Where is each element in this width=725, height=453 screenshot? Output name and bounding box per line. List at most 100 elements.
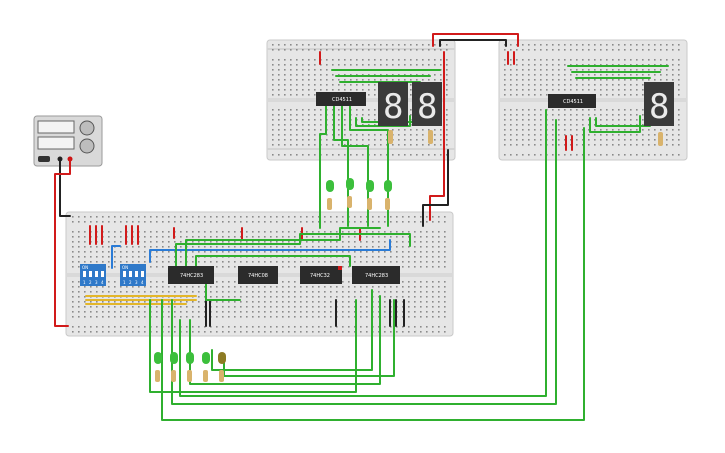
breadboard-hole (540, 89, 542, 91)
breadboard-hole (240, 306, 242, 308)
chip-74hc283-a[interactable]: 74HC283 (168, 266, 214, 284)
seven-segment-display-3[interactable]: 8 (644, 82, 674, 127)
breadboard-hole (428, 44, 430, 46)
breadboard-hole (642, 154, 644, 156)
resistor[interactable] (203, 370, 208, 382)
breadboard-hole (366, 331, 368, 333)
resistor[interactable] (385, 198, 390, 210)
chip-cd4511-b[interactable]: CD4511 (548, 94, 596, 108)
led[interactable] (384, 180, 392, 210)
breadboard-hole (624, 154, 626, 156)
breadboard-hole (552, 114, 554, 116)
power-switch[interactable] (38, 156, 50, 162)
chip-cd4511-a[interactable]: CD4511 (316, 92, 366, 106)
breadboard-hole (360, 316, 362, 318)
resistor[interactable] (155, 370, 160, 382)
seven-segment-display-2[interactable]: 8 (412, 82, 442, 127)
breadboard-hole (612, 114, 614, 116)
breadboard-hole (102, 251, 104, 253)
breadboard-hole (630, 94, 632, 96)
breadboard-hole (366, 216, 368, 218)
breadboard-hole (552, 64, 554, 66)
breadboard-hole (192, 306, 194, 308)
breadboard-hole (302, 109, 304, 111)
led[interactable] (218, 352, 226, 382)
breadboard-hole (588, 144, 590, 146)
resistor[interactable] (171, 370, 176, 382)
breadboard-hole (422, 44, 424, 46)
breadboard-hole (522, 44, 524, 46)
breadboard-hole (270, 301, 272, 303)
resistor[interactable] (219, 370, 224, 382)
breadboard-hole (552, 129, 554, 131)
voltage-knob-icon[interactable] (79, 120, 95, 136)
breadboard-hole (252, 296, 254, 298)
breadboard-hole (414, 236, 416, 238)
breadboard-hole (432, 216, 434, 218)
breadboard-hole (156, 261, 158, 263)
led[interactable] (346, 178, 354, 208)
resistor-display-3[interactable] (658, 132, 663, 146)
breadboard-hole (342, 301, 344, 303)
breadboard-hole (84, 306, 86, 308)
breadboard-hole (522, 144, 524, 146)
breadboard-hole (284, 154, 286, 156)
resistor[interactable] (187, 370, 192, 382)
breadboard-hole (428, 49, 430, 51)
power-supply[interactable] (33, 115, 103, 167)
breadboard-hole (546, 74, 548, 76)
breadboard-hole (552, 59, 554, 61)
breadboard-hole (414, 296, 416, 298)
breadboard-hole (320, 114, 322, 116)
breadboard-hole (588, 44, 590, 46)
breadboard-hole (338, 154, 340, 156)
breadboard-hole (678, 139, 680, 141)
resistor[interactable] (327, 198, 332, 210)
breadboard-hole (332, 109, 334, 111)
seven-segment-display-1[interactable]: 8 (378, 82, 408, 127)
breadboard-hole (360, 216, 362, 218)
breadboard-hole (552, 134, 554, 136)
led[interactable] (170, 352, 178, 382)
resistor-display-1[interactable] (388, 130, 393, 144)
breadboard-hole (396, 241, 398, 243)
chip-74hc283-b[interactable]: 74HC283 (352, 266, 400, 284)
breadboard-hole (356, 154, 358, 156)
chip-74hc32[interactable]: 74HC32 (300, 266, 342, 284)
breadboard-hole (276, 216, 278, 218)
resistor[interactable] (367, 198, 372, 210)
breadboard-hole (78, 221, 80, 223)
breadboard-hole (678, 134, 680, 136)
breadboard-hole (390, 291, 392, 293)
breadboard-hole (504, 119, 506, 121)
breadboard-hole (528, 109, 530, 111)
dip-switch-1[interactable]: ON 1 2 3 4 (80, 264, 106, 286)
led[interactable] (154, 352, 162, 382)
led[interactable] (186, 352, 194, 382)
breadboard-hole (606, 84, 608, 86)
breadboard-hole (204, 316, 206, 318)
breadboard-hole (222, 286, 224, 288)
breadboard-hole (386, 74, 388, 76)
breadboard-hole (660, 69, 662, 71)
breadboard-hole (222, 246, 224, 248)
breadboard-hole (168, 306, 170, 308)
breadboard-hole (552, 44, 554, 46)
led[interactable] (202, 352, 210, 382)
resistor-display-2[interactable] (428, 130, 433, 144)
breadboard-hole (372, 221, 374, 223)
resistor[interactable] (347, 196, 352, 208)
breadboard-hole (306, 221, 308, 223)
led[interactable] (326, 180, 334, 210)
breadboard-hole (312, 236, 314, 238)
led[interactable] (366, 180, 374, 210)
breadboard-hole (570, 119, 572, 121)
breadboard-hole (240, 316, 242, 318)
breadboard-hole (338, 74, 340, 76)
current-knob-icon[interactable] (79, 138, 95, 154)
dip-switch-2[interactable]: ON 1 2 3 4 (120, 264, 146, 286)
breadboard-hole (570, 64, 572, 66)
chip-74hc08[interactable]: 74HC08 (238, 266, 278, 284)
breadboard-hole (410, 139, 412, 141)
breadboard-hole (438, 256, 440, 258)
